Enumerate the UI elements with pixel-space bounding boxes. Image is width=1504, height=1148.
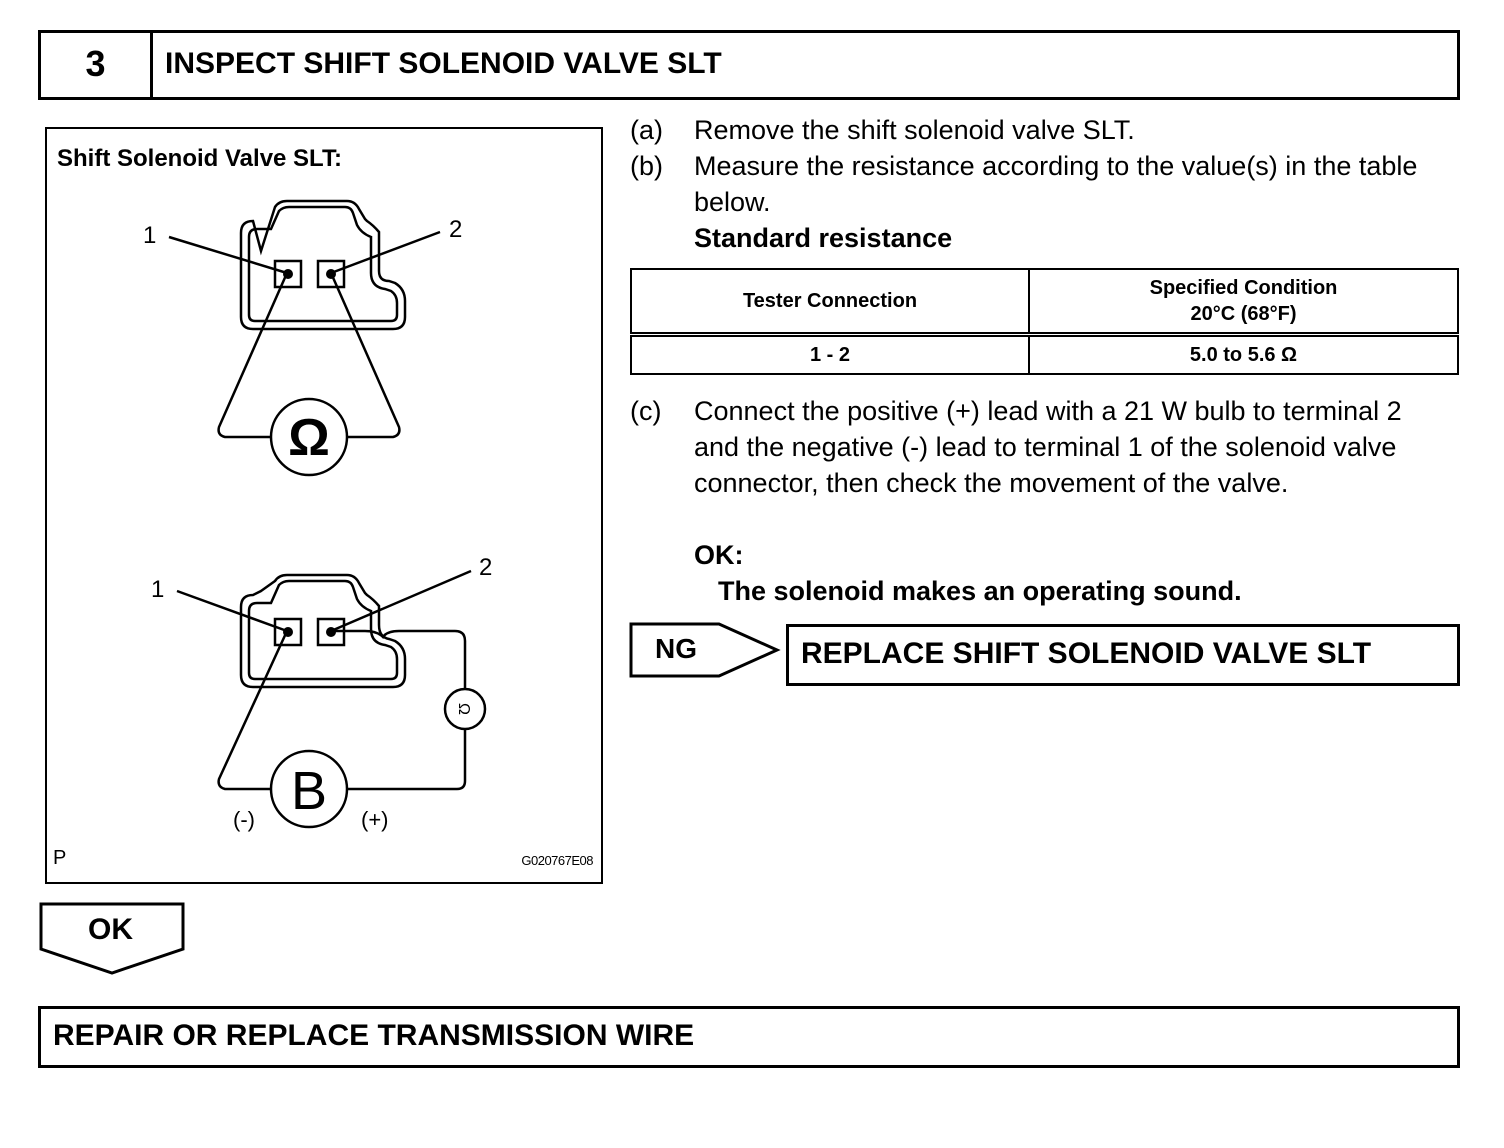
bottom-terminal-2-label: 2	[479, 554, 492, 581]
ohm-symbol: Ω	[288, 409, 330, 467]
ng-result-box: REPLACE SHIFT SOLENOID VALVE SLT	[786, 624, 1460, 686]
resistance-table: Tester Connection Specified Condition 20…	[629, 268, 1459, 375]
bottom-connector-outline	[239, 573, 407, 689]
top-terminal-2-square	[316, 259, 346, 289]
ok-heading: OK:	[694, 540, 744, 570]
top-terminal-1-square	[273, 259, 303, 289]
cell-connection: 1 - 2	[629, 333, 1031, 375]
bulb-circle	[443, 687, 487, 731]
ok-arrow	[39, 902, 185, 975]
cell-condition: 5.0 to 5.6 Ω	[1028, 333, 1459, 375]
figure-code: G020767E08	[521, 853, 593, 868]
battery-circle	[269, 749, 349, 829]
connector-diagram: 1 2 Ω 1 2 Ω B (-) (+)	[143, 199, 492, 832]
figure-title: Shift Solenoid Valve SLT:	[57, 145, 342, 172]
ok-result-box: REPAIR OR REPLACE TRANSMISSION WIRE	[38, 1006, 1460, 1068]
positive-label: (+)	[361, 807, 389, 832]
battery-symbol: B	[291, 761, 327, 821]
top-terminal-2-label: 2	[449, 216, 462, 243]
bulb-symbol: Ω	[455, 703, 472, 715]
ng-action: REPLACE SHIFT SOLENOID VALVE SLT	[801, 637, 1372, 670]
col-header-line1: Specified Condition	[1149, 277, 1338, 299]
step-c-text: Connect the positive (+) lead with a 21 …	[694, 396, 1402, 498]
top-connector-outline	[239, 199, 407, 331]
step-number: 3	[41, 33, 153, 97]
ok-action: REPAIR OR REPLACE TRANSMISSION WIRE	[53, 1019, 695, 1052]
col-header-specified-condition: Specified Condition 20°C (68°F)	[1028, 268, 1459, 337]
step-b-label: (b)	[630, 151, 663, 181]
step-header: 3 INSPECT SHIFT SOLENOID VALVE SLT	[38, 30, 1460, 100]
ok-criterion: The solenoid makes an operating sound.	[718, 576, 1242, 606]
ok-label: OK	[88, 913, 133, 946]
negative-label: (-)	[233, 807, 255, 832]
figure-corner-label: P	[53, 847, 67, 869]
step-c-label: (c)	[630, 396, 662, 426]
col-header-tester-connection: Tester Connection	[629, 268, 1031, 337]
step-c: (c) Connect the positive (+) lead with a…	[630, 393, 1460, 543]
table-row: 1 - 2 5.0 to 5.6 Ω	[629, 333, 1459, 375]
ohmmeter-circle	[269, 397, 349, 477]
step-a: (a) Remove the shift solenoid valve SLT.	[630, 112, 1460, 152]
top-terminal-1-label: 1	[143, 222, 156, 249]
solenoid-figure: Shift Solenoid Valve SLT:	[45, 127, 603, 884]
bottom-terminal-1-square	[273, 617, 303, 647]
bottom-terminal-1-label: 1	[151, 576, 164, 603]
step-b-text: Measure the resistance according to the …	[694, 151, 1418, 217]
step-b: (b) Measure the resistance according to …	[630, 148, 1460, 258]
col-header-line2: 20°C (68°F)	[1190, 303, 1297, 325]
ng-arrow	[629, 622, 781, 678]
standard-resistance-heading: Standard resistance	[694, 223, 953, 253]
step-a-text: Remove the shift solenoid valve SLT.	[694, 115, 1135, 145]
step-title: INSPECT SHIFT SOLENOID VALVE SLT	[165, 47, 722, 80]
ng-label: NG	[655, 633, 697, 664]
step-a-label: (a)	[630, 115, 663, 145]
